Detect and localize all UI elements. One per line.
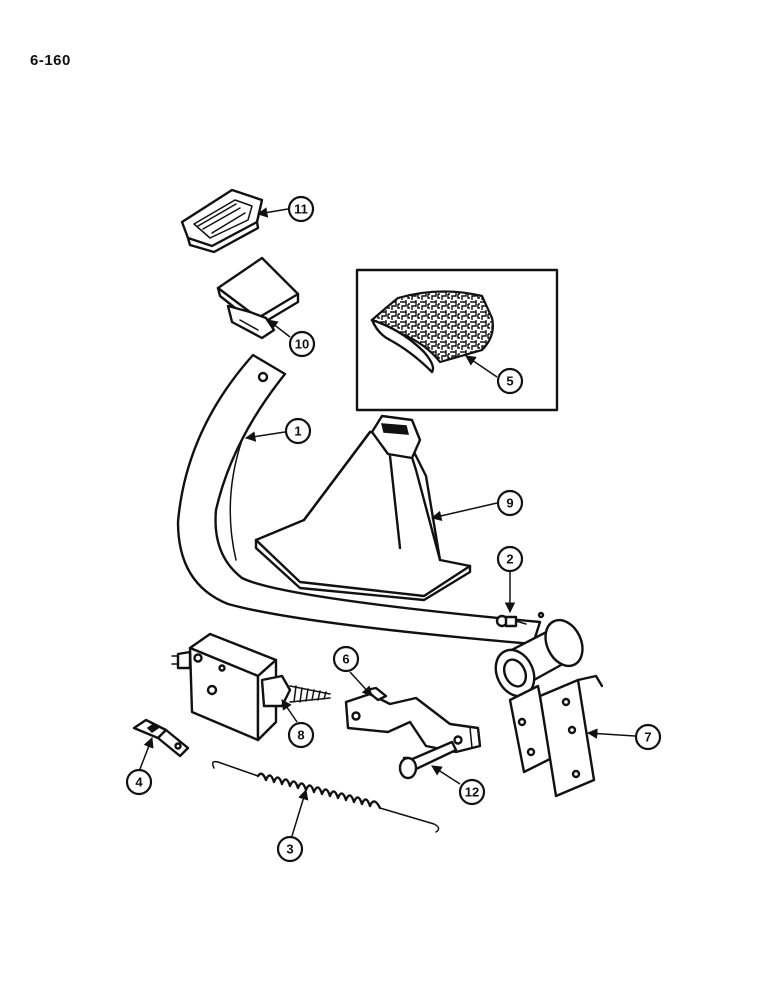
part-3-return-spring: [211, 760, 440, 833]
callout-label: 2: [506, 552, 513, 567]
callout-label: 5: [506, 374, 513, 389]
callout-label: 8: [297, 728, 304, 743]
callout-label: 6: [342, 652, 349, 667]
part-7-mounting-brackets: [508, 674, 604, 798]
part-4-bracket: [132, 718, 190, 758]
callout-3: 3: [276, 788, 309, 863]
callout-2: 2: [496, 545, 524, 614]
callout-label: 4: [135, 775, 143, 790]
pedal-pivot-tube: [494, 618, 584, 698]
callout-label: 9: [506, 496, 513, 511]
callout-label: 7: [644, 730, 651, 745]
part-2-grease-fitting: [495, 614, 527, 628]
callout-label: 1: [294, 424, 301, 439]
part-10-pedal-pad: [216, 256, 300, 340]
callout-12: 12: [431, 765, 486, 806]
callout-11: 11: [256, 195, 315, 223]
part-12-clevis-pin: [398, 740, 458, 780]
callout-10: 10: [267, 319, 316, 358]
callout-label: 12: [465, 785, 479, 800]
part-6-linkage-strap: [344, 686, 482, 754]
callout-label: 10: [295, 337, 309, 352]
callout-label: 11: [294, 202, 308, 217]
callout-1: 1: [244, 417, 312, 445]
part-11-pedal-pad-cover: [180, 188, 264, 254]
part-5-inset-box: [355, 268, 559, 412]
page-number: 6-160: [30, 52, 71, 69]
callout-5: 5: [465, 355, 524, 395]
callout-label: 3: [286, 842, 293, 857]
part-9-rubber-boot: [254, 414, 472, 602]
part-8-switch-block: [171, 632, 331, 742]
callout-8: 8: [281, 699, 315, 749]
callout-4: 4: [125, 737, 154, 796]
callout-6: 6: [332, 645, 373, 697]
callout-7: 7: [586, 723, 662, 751]
callout-9: 9: [430, 489, 524, 521]
